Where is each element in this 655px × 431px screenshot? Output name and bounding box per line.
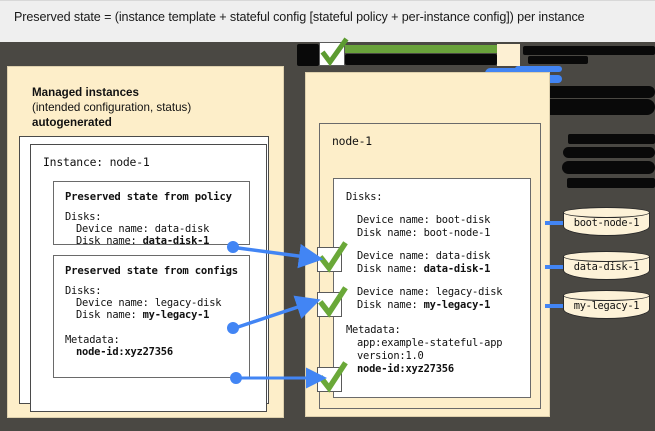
configs-disk-value: my-legacy-1 — [142, 309, 210, 321]
disk-label-data: data-disk-1 — [573, 261, 640, 273]
policy-line-device: Device name: data-disk — [76, 223, 210, 235]
instance-card-front: Instance: node-1 Preserved state from po… — [30, 144, 267, 412]
configs-line-disk: Disk name: my-legacy-1 — [76, 309, 209, 321]
disk-cylinder-my-legacy-1: my-legacy-1 — [563, 290, 650, 320]
redaction-bar-side-4 — [567, 178, 655, 188]
disk-cylinder-top — [563, 207, 650, 218]
node-card-title: node-1 — [332, 134, 372, 148]
redaction-bar-top-left — [297, 44, 319, 66]
node-metadata-2: node-id:xyz27356 — [357, 363, 454, 375]
policy-line-disk: Disk name: data-disk-1 — [76, 235, 209, 247]
check-mark-icon — [318, 241, 348, 273]
node-entry-1-disk-value: data-disk-1 — [423, 263, 491, 275]
node-metadata-0: app:example-stateful-app — [357, 337, 503, 349]
disk-cylinder-boot-node-1: boot-node-1 — [563, 207, 650, 237]
node-entry-0-disk-value: boot-node-1 — [423, 227, 491, 239]
disk-cylinder-data-disk-1: data-disk-1 — [563, 251, 650, 281]
node-entry-1-disk: Disk name: data-disk-1 — [357, 263, 490, 275]
node-metadata-2-value: node-id:xyz27356 — [357, 363, 454, 375]
check-badge-node-id — [317, 361, 348, 393]
managed-instances-title: Managed instances — [32, 86, 139, 99]
managed-instances-subtitle2: autogenerated — [32, 116, 112, 129]
redaction-bar-top-right-b — [528, 56, 588, 64]
disk-link-data — [545, 265, 567, 269]
preserved-state-policy-box: Preserved state from policy Disks: Devic… — [53, 181, 250, 247]
node-disks-card: Disks: Device name: boot-disk Disk name:… — [333, 178, 531, 398]
node-entry-0-device: Device name: boot-disk — [357, 214, 491, 226]
configs-box-title: Preserved state from configs — [65, 265, 238, 277]
configs-line-metadata: Metadata: — [65, 334, 120, 346]
configs-line-disks: Disks: — [65, 285, 102, 297]
caption-bar: Preserved state = (instance template + s… — [0, 0, 655, 42]
node-entry-2-disk: Disk name: my-legacy-1 — [357, 299, 490, 311]
green-highlight-bar — [333, 45, 501, 53]
redaction-bar-top-right-a — [523, 46, 655, 55]
node-metadata-header: Metadata: — [346, 324, 401, 336]
disk-label-legacy: my-legacy-1 — [573, 300, 640, 312]
redaction-bar-side-2 — [563, 147, 655, 158]
disk-link-legacy — [545, 304, 567, 308]
configs-nodeid-value: node-id:xyz27356 — [76, 346, 173, 358]
preserved-state-configs-box: Preserved state from configs Disks: Devi… — [53, 255, 250, 378]
disk-cylinder-top — [563, 290, 650, 301]
node-entry-2-disk-label: Disk name: — [357, 299, 424, 311]
redaction-bar-top-mid — [345, 54, 497, 65]
node-entry-0-disk-label: Disk name: — [357, 227, 424, 239]
node-metadata-1: version:1.0 — [357, 350, 424, 362]
node-entry-1-device: Device name: data-disk — [357, 250, 491, 262]
check-mark-icon — [320, 37, 349, 67]
node-entry-2-device: Device name: legacy-disk — [357, 286, 503, 298]
cream-chip-top — [497, 44, 520, 66]
configs-line-nodeid: node-id:xyz27356 — [76, 346, 173, 358]
check-badge-header — [319, 37, 349, 67]
check-badge-data-disk — [317, 241, 348, 273]
check-mark-icon — [318, 361, 348, 393]
disk-cylinder-top — [563, 251, 650, 262]
blue-smudge-c — [515, 66, 562, 72]
check-badge-legacy-disk — [317, 286, 348, 318]
check-mark-icon — [318, 286, 348, 318]
policy-disk-label: Disk name: — [76, 235, 143, 247]
configs-disk-label: Disk name: — [76, 309, 143, 321]
disk-link-boot — [545, 221, 567, 225]
redaction-bar-side-3 — [562, 161, 655, 174]
node-entry-2-disk-value: my-legacy-1 — [423, 299, 491, 311]
policy-box-title: Preserved state from policy — [65, 191, 232, 203]
caption-text: Preserved state = (instance template + s… — [14, 10, 585, 24]
node-entry-1-disk-label: Disk name: — [357, 263, 424, 275]
managed-instances-subtitle: (intended configuration, status) — [32, 101, 192, 114]
configs-line-device: Device name: legacy-disk — [76, 297, 222, 309]
redaction-bar-side-1 — [568, 134, 655, 144]
node-entry-0-disk: Disk name: boot-node-1 — [357, 227, 490, 239]
policy-line-disks: Disks: — [65, 211, 102, 223]
instance-card-title: Instance: node-1 — [43, 155, 150, 169]
policy-disk-value: data-disk-1 — [142, 235, 210, 247]
node-disks-header: Disks: — [346, 191, 383, 203]
disk-label-boot: boot-node-1 — [573, 217, 640, 229]
